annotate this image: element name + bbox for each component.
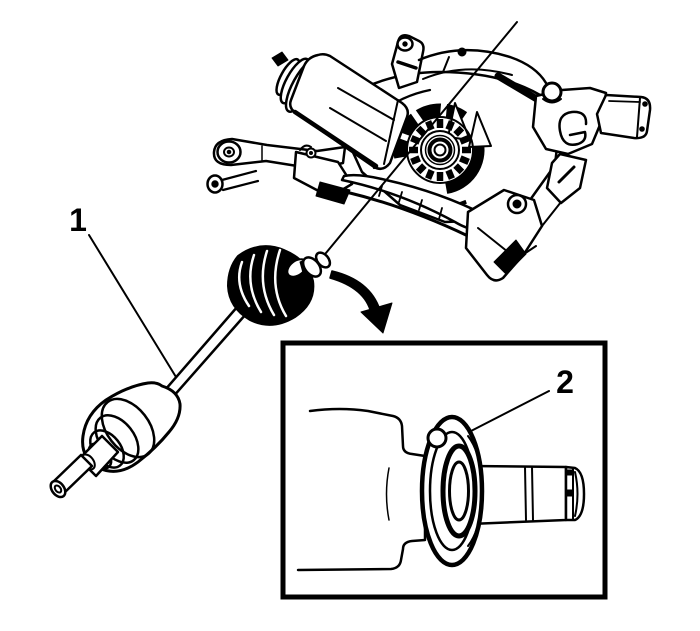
- arm-end-face: [636, 97, 641, 138]
- motor-body-lines: [329, 87, 395, 142]
- arm-end-dot-2: [639, 126, 645, 132]
- knuckle-lower-accent: [557, 165, 576, 184]
- bottom-bracket-lines: [477, 201, 562, 255]
- lower-left-bracket: [292, 144, 354, 205]
- stub-end-bore: [53, 484, 63, 494]
- callout-2: 2: [470, 364, 574, 432]
- knuckle-cutout: [558, 110, 588, 146]
- upper-mount-bracket: [390, 34, 425, 90]
- top-stud-line: [442, 56, 450, 73]
- drive-motor-drawing: [271, 51, 410, 171]
- wing-clip-tail: [299, 144, 312, 151]
- detail-arrow-icon: [329, 270, 393, 334]
- top-stud: [457, 47, 467, 57]
- bearing-center-hole: [433, 143, 447, 157]
- stub-shaft-step-lines: [524, 466, 534, 521]
- lower-link-lines: [220, 169, 260, 192]
- callout-1: 1: [69, 202, 177, 378]
- callout-2-leader: [470, 390, 550, 432]
- inset-stub-shaft: [468, 464, 586, 526]
- boot-rib-1: [100, 397, 156, 459]
- motor-collar-line: [383, 99, 399, 165]
- bearing-race-inner: [424, 134, 456, 166]
- inner-boot-ribs: [237, 248, 288, 318]
- seal-ring-gap: [426, 427, 448, 449]
- callout-2-label: 2: [556, 364, 574, 400]
- knuckle-lower-extension: [545, 152, 588, 205]
- lower-bushing-center: [211, 180, 219, 188]
- knuckle-body: [531, 86, 608, 156]
- stub-shaft-end: [564, 465, 586, 522]
- bottom-mount-bracket: [464, 188, 562, 282]
- installation-alignment-line: [320, 21, 518, 260]
- trailing-arm-hatch: [378, 185, 443, 220]
- knuckle-eyelet-arc: [542, 98, 562, 104]
- final-drive-assembly-drawing: [206, 34, 652, 282]
- cv-housing-profile: [296, 407, 427, 572]
- right-knuckle: [494, 72, 652, 205]
- bearing-seal-band: [427, 137, 453, 163]
- stub-end-cap: [49, 479, 67, 499]
- wing-clip-center: [309, 151, 313, 155]
- spline-teeth: [409, 119, 471, 181]
- callout-1-leader: [88, 234, 177, 378]
- bracket-accent: [396, 60, 418, 70]
- groove-notch-top: [565, 469, 574, 476]
- seal-ring-band-4: [448, 460, 470, 522]
- inset-detail-box: 2: [280, 340, 608, 600]
- motor-shadow-edge: [292, 109, 379, 169]
- bottom-bracket-shadow: [493, 239, 527, 275]
- bracket-shadow: [315, 181, 351, 205]
- case-strut-2: [468, 111, 492, 148]
- end-cap-arc: [574, 471, 579, 517]
- axle-bearing-opening: [406, 116, 474, 184]
- bracket-eyelet-hole: [402, 41, 408, 47]
- case-top-contour: [417, 49, 548, 85]
- knuckle-eyelet: [541, 81, 563, 103]
- axle-shaft-bar: [163, 304, 248, 400]
- motor-clip: [271, 51, 289, 67]
- inner-stub-end: [314, 251, 332, 269]
- bottom-bracket-body: [464, 188, 544, 282]
- groove-notch-mid: [565, 489, 574, 497]
- callout-1-label: 1: [69, 202, 87, 238]
- axle-seal-ring-drawing: [419, 414, 485, 568]
- bracket-bolt-center: [512, 199, 522, 209]
- arm-bushing-center: [226, 149, 232, 155]
- trailing-arm-under-edge: [344, 190, 470, 238]
- bearing-outer-rim: [406, 116, 474, 184]
- arm-end-dot-1: [642, 101, 648, 107]
- detail-arrow-head: [360, 302, 393, 334]
- arm-bushing-inner: [223, 146, 235, 158]
- case-top-contour-inner: [422, 68, 513, 80]
- arm-top-line: [608, 100, 641, 103]
- cv-housing-inner-arc: [385, 467, 390, 521]
- drive-axle-shaft-drawing: [49, 245, 332, 499]
- motor-body: [288, 52, 410, 171]
- seal-ring-detail-arcs: [467, 435, 478, 547]
- detail-arrow-body: [329, 270, 381, 314]
- stub-shaft-body: [468, 464, 568, 526]
